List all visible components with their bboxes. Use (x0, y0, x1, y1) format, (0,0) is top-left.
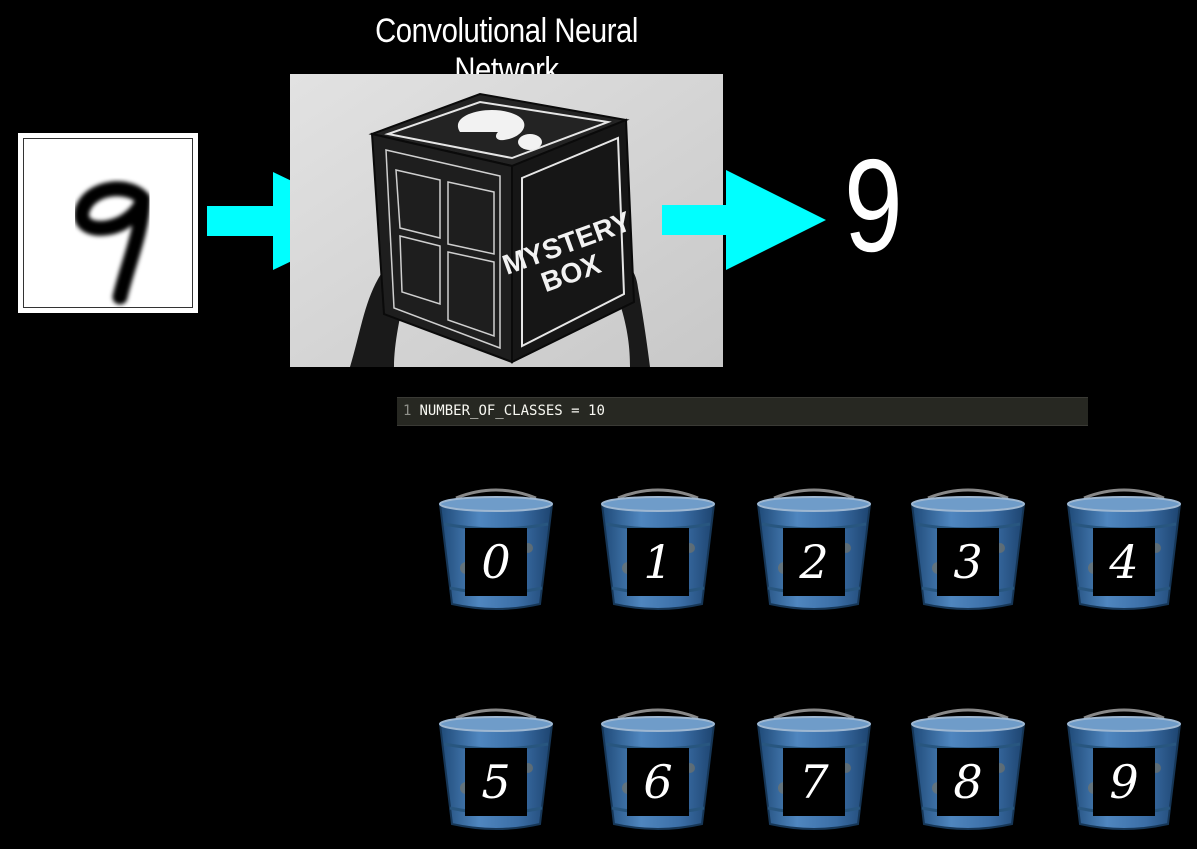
bucket-digit-label: 3 (953, 535, 983, 589)
bucket-digit-card: 6 (627, 748, 689, 816)
bucket-class-2: 2 (754, 488, 874, 613)
mystery-box-illustration: MYSTERY BOX (290, 74, 723, 367)
bucket-class-7: 7 (754, 708, 874, 833)
bucket-digit-card: 8 (937, 748, 999, 816)
handwritten-nine-drawing (74, 181, 151, 305)
code-cell: 1 NUMBER_OF_CLASSES = 10 (397, 397, 1088, 426)
bucket-class-0: 0 (436, 488, 556, 613)
bucket-class-1: 1 (598, 488, 718, 613)
bucket-digit-label: 6 (643, 755, 673, 809)
mystery-box-image: MYSTERY BOX (290, 74, 723, 367)
bucket-class-6: 6 (598, 708, 718, 833)
input-digit-frame (23, 138, 193, 308)
bucket-digit-card: 9 (1093, 748, 1155, 816)
bucket-digit-label: 0 (481, 535, 511, 589)
bucket-digit-label: 1 (643, 535, 673, 589)
bucket-digit-label: 4 (1109, 535, 1139, 589)
bucket-digit-card: 1 (627, 528, 689, 596)
bucket-digit-label: 5 (481, 755, 511, 809)
bucket-digit-label: 2 (799, 535, 829, 589)
bucket-class-8: 8 (908, 708, 1028, 833)
bucket-digit-label: 7 (799, 755, 829, 809)
arrow-network-to-output (662, 170, 826, 270)
bucket-digit-card: 0 (465, 528, 527, 596)
bucket-digit-card: 7 (783, 748, 845, 816)
bucket-class-9: 9 (1064, 708, 1184, 833)
bucket-class-4: 4 (1064, 488, 1184, 613)
code-text: NUMBER_OF_CLASSES = 10 (419, 403, 605, 419)
bucket-digit-label: 9 (1109, 755, 1139, 809)
bucket-digit-card: 3 (937, 528, 999, 596)
code-line-number: 1 (403, 403, 412, 419)
bucket-digit-card: 5 (465, 748, 527, 816)
bucket-digit-label: 8 (953, 755, 983, 809)
output-prediction: 9 (844, 132, 903, 279)
input-digit-image (18, 133, 198, 313)
bucket-class-3: 3 (908, 488, 1028, 613)
bucket-class-5: 5 (436, 708, 556, 833)
diagram-title: Convolutional Neural Network (375, 12, 638, 89)
bucket-digit-card: 2 (783, 528, 845, 596)
bucket-digit-card: 4 (1093, 528, 1155, 596)
